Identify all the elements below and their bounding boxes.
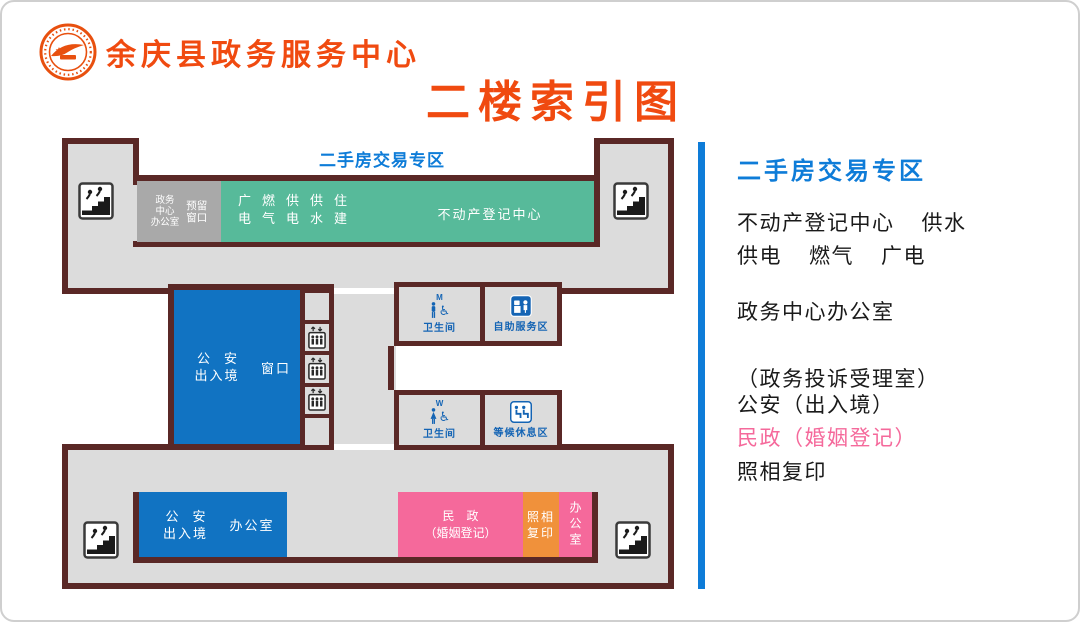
- legend-row: 公安（出入境）: [737, 394, 895, 417]
- legend-row-civil-affairs: 民政（婚姻登记）: [737, 427, 917, 450]
- legend-row: （政务投诉受理室）: [737, 368, 940, 391]
- room-restroom-men: M ♿ 卫生间: [399, 287, 485, 341]
- floor-area-corridor: [334, 294, 396, 444]
- wall-segment: [594, 138, 600, 247]
- elevator-cell-empty: [305, 293, 329, 325]
- room-real-estate-zone: [221, 181, 594, 242]
- exit-entry-office-label: 公安 出入境: [162, 508, 220, 541]
- elevator-icon: [305, 387, 329, 418]
- wall-segment: [556, 288, 674, 294]
- self-service-icon: [510, 295, 532, 317]
- self-service-label: 自助服务区: [493, 322, 549, 333]
- wall-segment: [62, 138, 139, 144]
- stairs-icon: [78, 182, 114, 225]
- exit-entry-windows-label: 公安 出入境: [194, 351, 251, 383]
- room-exit-entry-office: 公安 出入境 办公室: [139, 492, 287, 557]
- room-civil-affairs: 民政 （婚姻登记）: [398, 492, 523, 557]
- restroom-women-letter: W: [435, 399, 444, 408]
- room-photo-copy: 照相 复印: [523, 492, 559, 557]
- area-self-service: 自助服务区: [485, 287, 557, 341]
- block-restroom-w-waiting: W ♿ 卫生间 等候休息区: [394, 390, 562, 450]
- female-icon: [430, 408, 437, 424]
- org-seal-logo: [38, 22, 98, 82]
- wall-segment: [133, 492, 139, 563]
- org-name: 余庆县政务服务中心: [106, 39, 421, 72]
- wall-segment: [388, 346, 394, 390]
- wall-segment: [133, 138, 139, 185]
- male-icon: [431, 302, 435, 318]
- wall-segment: [62, 583, 674, 589]
- legend-row: 供电燃气广电: [737, 245, 926, 268]
- legend-heading: 二手房交易专区: [737, 158, 926, 185]
- zone-label: 二手房交易专区: [319, 151, 445, 170]
- restroom-women-label: 卫生间: [423, 429, 456, 440]
- wall-segment: [62, 288, 174, 294]
- waiting-area-icon: [510, 401, 532, 423]
- elevator-cell-empty: [305, 418, 329, 445]
- room-office: 办公室: [559, 492, 592, 557]
- legend-row: 不动产登记中心供水: [737, 212, 967, 235]
- wall-segment: [594, 138, 674, 144]
- elevator-icon: [305, 324, 329, 356]
- legend-row: 照相复印: [737, 461, 827, 484]
- elevator-bank: [300, 288, 334, 450]
- page-title: 二楼索引图: [426, 78, 686, 127]
- room-restroom-women: W ♿ 卫生间: [399, 395, 485, 445]
- wall-segment: [133, 557, 598, 563]
- wall-segment: [556, 444, 674, 450]
- reserved-window-label: 预留 窗口: [186, 199, 208, 224]
- gov-center-office-label: 政务 中心 办公室: [150, 195, 180, 228]
- room-exit-entry-windows: 公安 出入境 窗口: [174, 290, 300, 444]
- wheelchair-icon: ♿: [438, 303, 451, 318]
- restroom-men-label: 卫生间: [423, 323, 456, 334]
- wall-segment: [62, 444, 68, 589]
- stairs-icon: [83, 521, 119, 564]
- wall-segment: [62, 138, 68, 294]
- wall-segment: [168, 284, 334, 290]
- wall-segment: [133, 241, 600, 247]
- sidebar-divider: [698, 142, 705, 589]
- stairs-icon: [613, 182, 649, 225]
- wall-segment: [592, 492, 598, 563]
- utilities-label: 广燃供供住 电气电水建: [238, 193, 359, 226]
- wall-segment: [62, 444, 174, 450]
- wall-segment: [668, 444, 674, 589]
- waiting-area-label: 等候休息区: [493, 428, 549, 439]
- wall-segment: [168, 288, 174, 450]
- stairs-icon: [615, 521, 651, 564]
- elevator-icon: [305, 355, 329, 387]
- wall-segment: [133, 175, 600, 181]
- block-restroom-m-self-service: M ♿ 卫生间 自助服务区: [394, 282, 562, 346]
- wall-segment: [168, 444, 334, 450]
- wheelchair-icon: ♿: [438, 409, 451, 424]
- real-estate-center-label: 不动产登记中心: [437, 207, 543, 222]
- wall-segment: [668, 138, 674, 294]
- legend-row: 政务中心办公室: [737, 301, 895, 324]
- room-gov-office-and-reserved-window: 政务 中心 办公室 预留 窗口: [137, 181, 221, 242]
- restroom-men-letter: M: [436, 293, 443, 302]
- area-waiting-rest: 等候休息区: [485, 395, 557, 445]
